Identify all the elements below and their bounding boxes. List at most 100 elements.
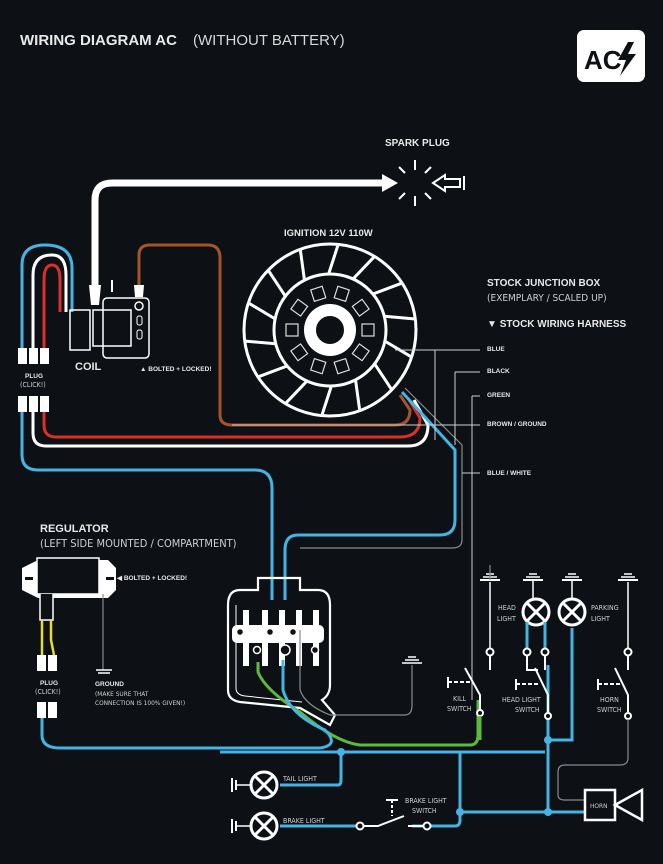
- tail-light-label: TAIL LIGHT: [282, 775, 317, 783]
- junction-box-subtitle: (EXEMPLARY / SCALED UP): [487, 293, 607, 304]
- tail-light-bulb: [249, 770, 279, 800]
- harness-label: ▼ STOCK WIRING HARNESS: [487, 319, 627, 330]
- coil: [69, 280, 150, 359]
- wire-blue-coil: [20, 243, 74, 350]
- ground-icon: [231, 778, 250, 792]
- stator-coil: [333, 285, 351, 303]
- stator-fin: [384, 339, 413, 359]
- harness-wire-brown-ground: BROWN / GROUND: [487, 421, 547, 428]
- harness-wire-green: GREEN: [487, 392, 510, 399]
- brake-light-bulb: [249, 811, 279, 841]
- brake-light-switch[interactable]: [355, 799, 432, 831]
- stator-fin: [244, 339, 276, 346]
- brake-light-switch-label-1: BRAKE LIGHT: [405, 797, 447, 805]
- plug-connector-top[interactable]: [18, 348, 49, 364]
- lightning-icon: [618, 42, 636, 76]
- kill-switch-label-1: KILL: [453, 695, 466, 703]
- parking-light-bulb: [557, 597, 587, 627]
- wire-blue-stator: [283, 390, 457, 600]
- ground-icon: [402, 656, 422, 664]
- stator-coil: [351, 343, 370, 362]
- wire-blue-regulator: [40, 660, 333, 750]
- ground-icon: [231, 819, 250, 833]
- regulator-plug-bottom[interactable]: [37, 702, 57, 718]
- parking-light-label-1: PARKING: [591, 604, 619, 612]
- wire-blue-loom: [20, 412, 274, 600]
- brake-light-label: BRAKE LIGHT: [283, 817, 325, 825]
- stator-fin: [351, 255, 376, 281]
- wire-ground-junction: [299, 630, 413, 716]
- harness-wire-blue: BLUE: [487, 346, 505, 353]
- ignition-stator: [242, 242, 418, 418]
- ground-icon: [562, 573, 582, 598]
- stator-fin: [266, 269, 287, 297]
- stator-coil: [290, 298, 309, 317]
- coil-bolted-note: ▲ BOLTED + LOCKED!: [140, 366, 212, 373]
- stator-fin: [284, 379, 309, 405]
- stator-fin: [373, 363, 394, 391]
- head-light-switch[interactable]: [515, 667, 552, 720]
- spark-plug-icon: [431, 173, 461, 193]
- head-light-label-1: HEAD: [498, 604, 516, 612]
- wire-brown: [137, 243, 412, 427]
- junction-box: [226, 576, 337, 727]
- parking-light-label-2: LIGHT: [591, 615, 610, 623]
- regulator-subtitle: (LEFT SIDE MOUNTED / COMPARTMENT): [40, 537, 237, 550]
- title-subtitle: (WITHOUT BATTERY): [193, 32, 345, 49]
- wire-white-stator: [31, 399, 430, 448]
- plug-click-label: (CLICK!): [20, 381, 46, 389]
- stator-coil: [309, 285, 327, 303]
- regulator-plug-label: PLUG: [40, 680, 58, 687]
- kill-switch-label-2: SWITCH: [447, 705, 472, 713]
- stator-coil: [351, 298, 370, 317]
- stator-fin: [327, 243, 340, 275]
- plug-label: PLUG: [25, 373, 43, 380]
- coil-label: COIL: [75, 361, 102, 373]
- stator-coil: [290, 343, 309, 362]
- stator-coil: [309, 357, 327, 375]
- ground-label: GROUND: [95, 681, 124, 688]
- stator-coil: [333, 357, 351, 375]
- harness-wire-black: BLACK: [487, 368, 510, 375]
- regulator-plug-top[interactable]: [37, 655, 57, 671]
- horn-switch-label-2: SWITCH: [597, 706, 622, 714]
- ac-logo: AC: [577, 30, 645, 82]
- horn-switch-label-1: HORN: [600, 696, 619, 704]
- ground-note-line2: CONNECTION IS 100% GIVEN!): [95, 699, 185, 707]
- stator-fin: [298, 249, 306, 281]
- ht-lead-wire: [91, 179, 385, 285]
- stator-coil: [361, 323, 375, 337]
- head-light-switch-label-2: SWITCH: [515, 706, 540, 714]
- wire-red-coil: [42, 263, 62, 350]
- stator-fin: [384, 314, 416, 321]
- regulator: [22, 557, 116, 621]
- spark-plug-label: SPARK PLUG: [385, 138, 450, 149]
- stator-fin: [247, 301, 276, 321]
- stator-fin: [354, 379, 362, 411]
- wire-green: [256, 662, 480, 747]
- wire-yellow: [40, 620, 56, 656]
- svg-text:AC: AC: [584, 45, 622, 75]
- title: WIRING DIAGRAM AC: [20, 32, 177, 49]
- regulator-bolted-note: ◀ BOLTED + LOCKED!: [116, 575, 187, 582]
- regulator-title: REGULATOR: [40, 523, 109, 535]
- wire-blue-brake: [280, 752, 462, 828]
- junction-box-title: STOCK JUNCTION BOX: [487, 278, 600, 289]
- horn: HORN: [583, 787, 644, 823]
- brake-light-switch-label-2: SWITCH: [412, 807, 437, 815]
- ground-icon: [96, 669, 112, 674]
- ignition-label: IGNITION 12V 110W: [284, 228, 373, 239]
- arrow-icon: [382, 174, 398, 192]
- horn-label: HORN: [590, 802, 607, 810]
- stator-fin: [372, 281, 403, 296]
- wire-red-stator: [42, 397, 422, 439]
- plug-connector-bottom[interactable]: [18, 396, 49, 412]
- stator-fin: [257, 364, 288, 379]
- wire-blue-tail: [280, 752, 343, 787]
- spark-icon: [398, 160, 432, 206]
- horn-switch[interactable]: [597, 667, 632, 720]
- regulator-plug-click: (CLICK!): [35, 688, 61, 696]
- ground-icon: [618, 573, 638, 581]
